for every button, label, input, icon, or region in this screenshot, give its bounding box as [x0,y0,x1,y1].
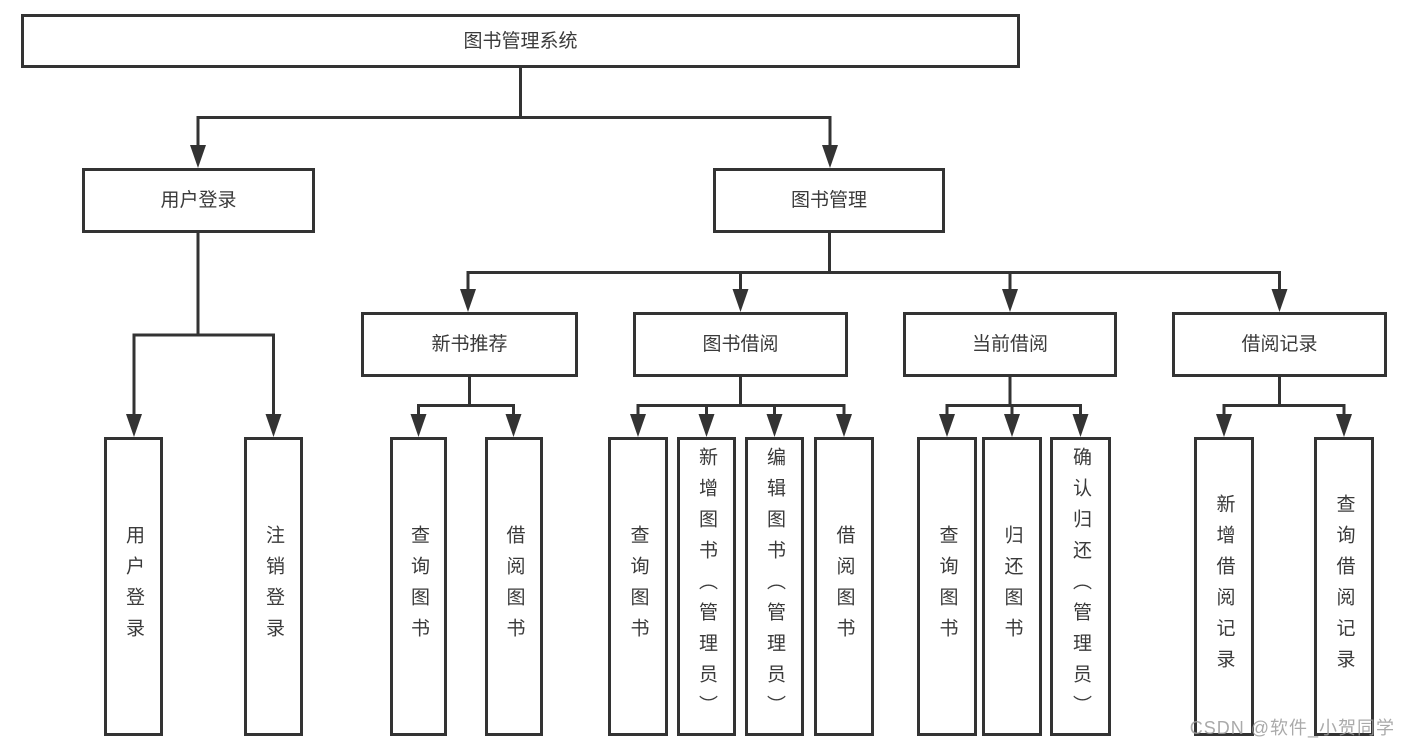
leaf-add-books-admin: 新增图书（管理员） [677,437,736,736]
arrow-down-icon [1004,414,1020,437]
csdn-watermark: CSDN @软件_小贺同学 [1189,718,1395,738]
arrow-down-icon [836,414,852,437]
connector-root-to-level2 [196,68,832,147]
leaf-query-borrow-record: 查询借阅记录 [1314,437,1374,736]
arrow-down-icon [1002,289,1018,312]
arrow-down-icons [126,145,1352,437]
arrow-down-icon [410,414,427,437]
node-borrowing-records: 借阅记录 [1172,312,1387,377]
arrow-down-icon [265,414,282,437]
arrow-down-icon [1072,414,1089,437]
arrow-down-icon [822,145,838,168]
leaf-query-books: 查询图书 [917,437,977,736]
arrow-down-icon [1336,414,1352,437]
arrow-down-icon [698,414,715,437]
arrow-down-icon [126,414,142,437]
leaf-query-books: 查询图书 [390,437,447,736]
leaf-add-borrow-record: 新增借阅记录 [1194,437,1254,736]
leaf-logout: 注销登录 [244,437,303,736]
leaf-query-books: 查询图书 [608,437,668,736]
arrow-down-icon [630,414,646,437]
leaf-borrow-books: 借阅图书 [485,437,543,736]
connector-login-to-leaves [132,233,275,416]
arrow-down-icon [1271,289,1288,312]
arrow-down-icon [766,414,783,437]
node-current-borrowing: 当前借阅 [903,312,1117,377]
leaf-edit-books-admin: 编辑图书（管理员） [745,437,804,736]
connector-recommend-to-leaves [417,377,515,416]
arrow-down-icon [505,414,522,437]
leaf-confirm-return-admin: 确认归还（管理员） [1050,437,1111,736]
arrow-down-icon [939,414,955,437]
node-library-management-system: 图书管理系统 [21,14,1020,68]
leaf-borrow-books: 借阅图书 [814,437,874,736]
connector-current-to-leaves [945,377,1082,416]
node-book-management: 图书管理 [713,168,945,233]
connector-management-to-level3 [466,233,1281,291]
leaf-return-books: 归还图书 [982,437,1042,736]
connector-borrow-to-leaves [636,377,846,416]
node-user-login: 用户登录 [82,168,315,233]
connector-records-to-leaves [1222,377,1346,416]
arrow-down-icon [1216,414,1232,437]
arrow-down-icon [190,145,206,168]
leaf-user-login: 用户登录 [104,437,163,736]
node-book-borrowing: 图书借阅 [633,312,848,377]
arrow-down-icon [460,289,476,312]
arrow-down-icon [732,289,749,312]
node-new-book-recommend: 新书推荐 [361,312,578,377]
